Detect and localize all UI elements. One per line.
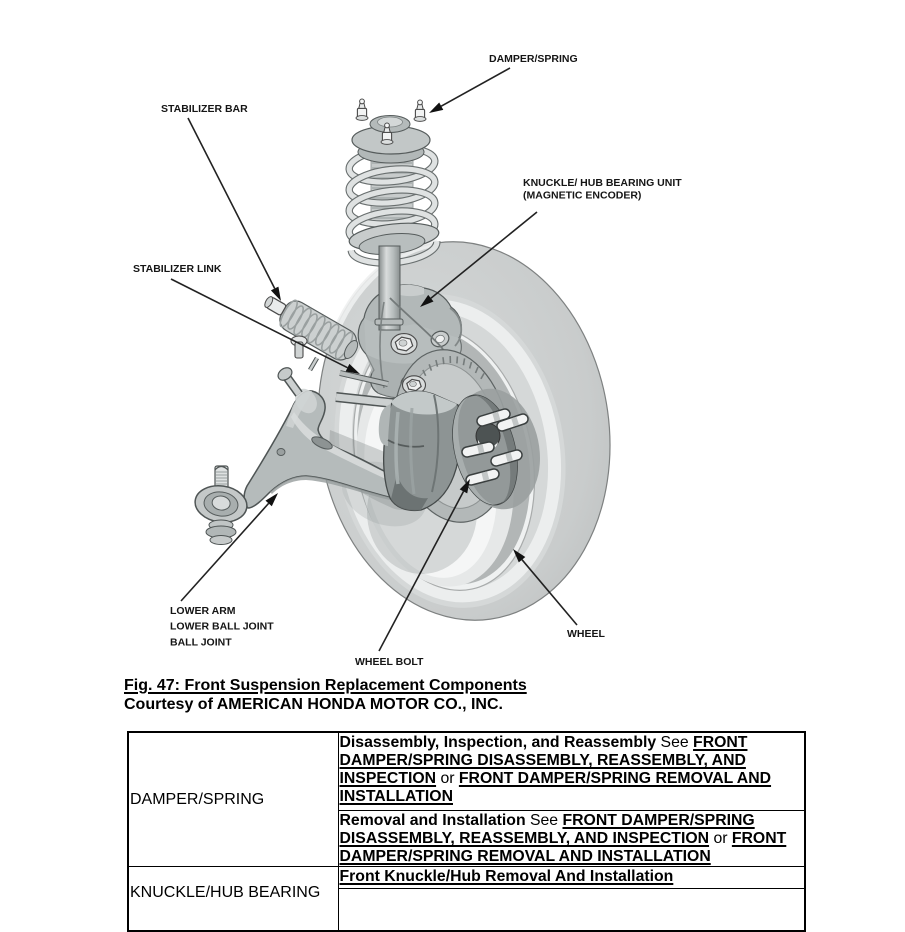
svg-text:(MAGNETIC ENCODER): (MAGNETIC ENCODER) [523, 190, 641, 202]
svg-text:WHEEL BOLT: WHEEL BOLT [355, 656, 424, 668]
svg-text:WHEEL: WHEEL [567, 628, 606, 640]
svg-text:STABILIZER BAR: STABILIZER BAR [161, 103, 248, 115]
svg-text:STABILIZER LINK: STABILIZER LINK [133, 263, 222, 275]
svg-text:DAMPER/SPRING: DAMPER/SPRING [489, 53, 578, 65]
svg-text:KNUCKLE/ HUB BEARING UNIT: KNUCKLE/ HUB BEARING UNIT [523, 177, 682, 189]
svg-text:LOWER ARM: LOWER ARM [170, 605, 236, 617]
svg-text:BALL JOINT: BALL JOINT [170, 637, 232, 649]
svg-text:LOWER BALL JOINT: LOWER BALL JOINT [170, 621, 274, 633]
